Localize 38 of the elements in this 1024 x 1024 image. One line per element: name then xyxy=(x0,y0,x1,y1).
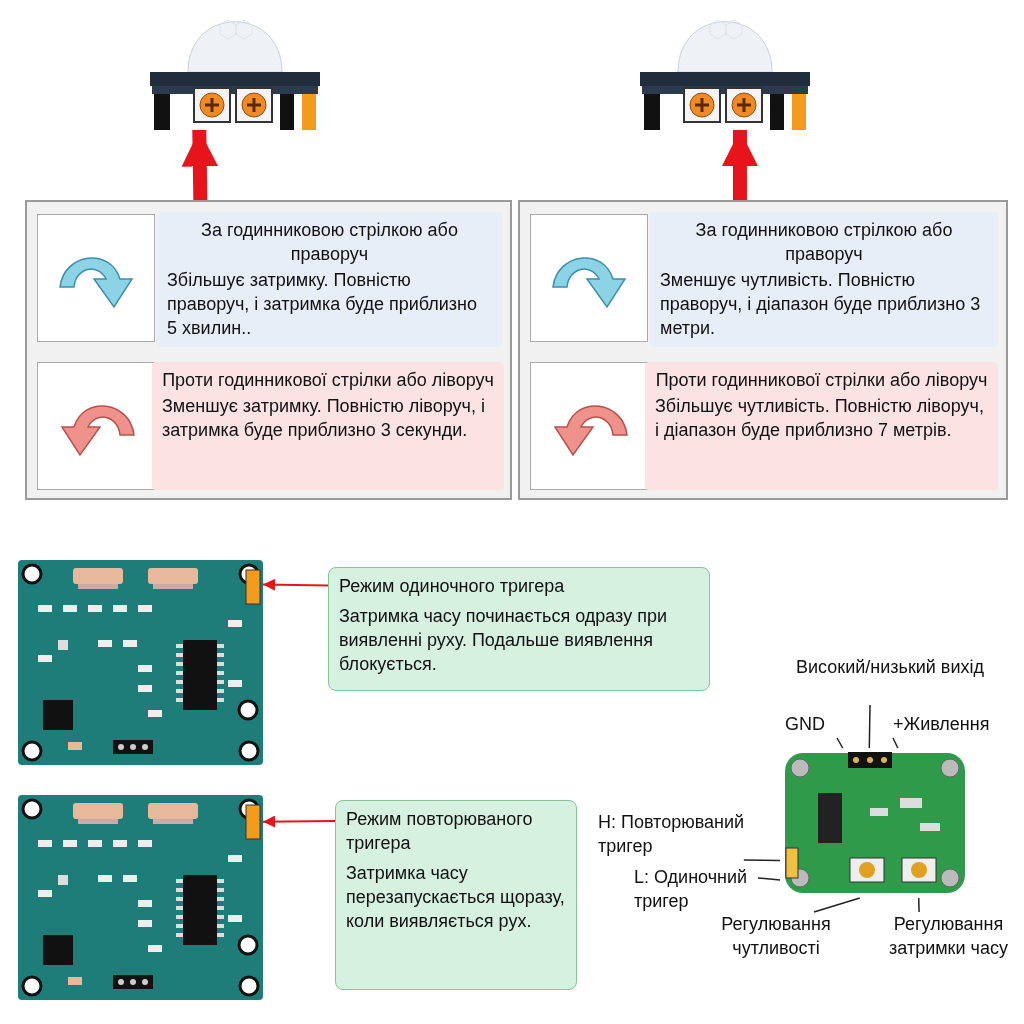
pin-label: +Живлення xyxy=(893,712,1021,738)
heading-text: Проти годинникової стрілки або ліворуч xyxy=(655,369,988,392)
circuit-board-drawing xyxy=(18,795,263,1000)
heading-text: За годинниковою стрілкою або праворуч xyxy=(694,219,954,266)
arrow xyxy=(262,578,329,591)
leader-line xyxy=(892,737,899,749)
heading-text: За годинниковою стрілкою або праворуч xyxy=(200,219,459,266)
body-text: Затримка часу перезапускається щоразу, коли виявляється рух. xyxy=(346,862,566,933)
settings-panel xyxy=(518,200,1008,500)
pin-label: Регулювання чутливості xyxy=(700,912,852,962)
heading-text: Режим одиночного тригера xyxy=(339,575,566,598)
pin-label: Високий/низький вихід xyxy=(790,655,990,705)
description-box xyxy=(645,362,998,490)
leader-line xyxy=(743,859,781,862)
leader-line xyxy=(917,897,920,913)
settings-panel xyxy=(25,200,512,500)
arrow xyxy=(181,129,219,201)
leader-line xyxy=(813,897,861,913)
leader-line xyxy=(868,704,871,749)
pin-label: L: Одиночний тригер xyxy=(634,865,758,915)
arrow xyxy=(262,815,336,828)
pin-label: H: Повторюваний тригер xyxy=(598,810,760,860)
mode-description-box xyxy=(328,567,710,691)
body-text: Збільшує чутливість. Повністю ліворуч, і діапазон буде приблизно 7 метрів. xyxy=(655,395,985,442)
leader-line xyxy=(836,737,844,749)
arrow xyxy=(721,130,759,200)
body-text: Зменшує чутливість. Повністю праворуч, і діапазон буде приблизно 3 метри. xyxy=(660,269,982,340)
leader-line xyxy=(757,877,781,881)
body-text: Збільшує затримку. Повністю праворуч, і затримка буде приблизно 5 хвилин.. xyxy=(167,269,479,340)
body-text: Зменшує затримку. Повністю ліворуч, і затримка буде приблизно 3 секунди. xyxy=(162,395,486,442)
description-box xyxy=(152,362,504,490)
pin-label: GND xyxy=(785,712,837,738)
heading-text: Режим повторюваного тригера xyxy=(346,808,534,855)
body-text: Затримка часу починається одразу при виявленні руху. Подальше виявлення блокується. xyxy=(339,605,668,676)
circuit-board-drawing xyxy=(18,560,263,765)
mode-description-box xyxy=(335,800,577,990)
heading-text: Проти годинникової стрілки або ліворуч xyxy=(162,369,494,392)
pin-label: Регулювання затримки часу xyxy=(875,912,1022,988)
